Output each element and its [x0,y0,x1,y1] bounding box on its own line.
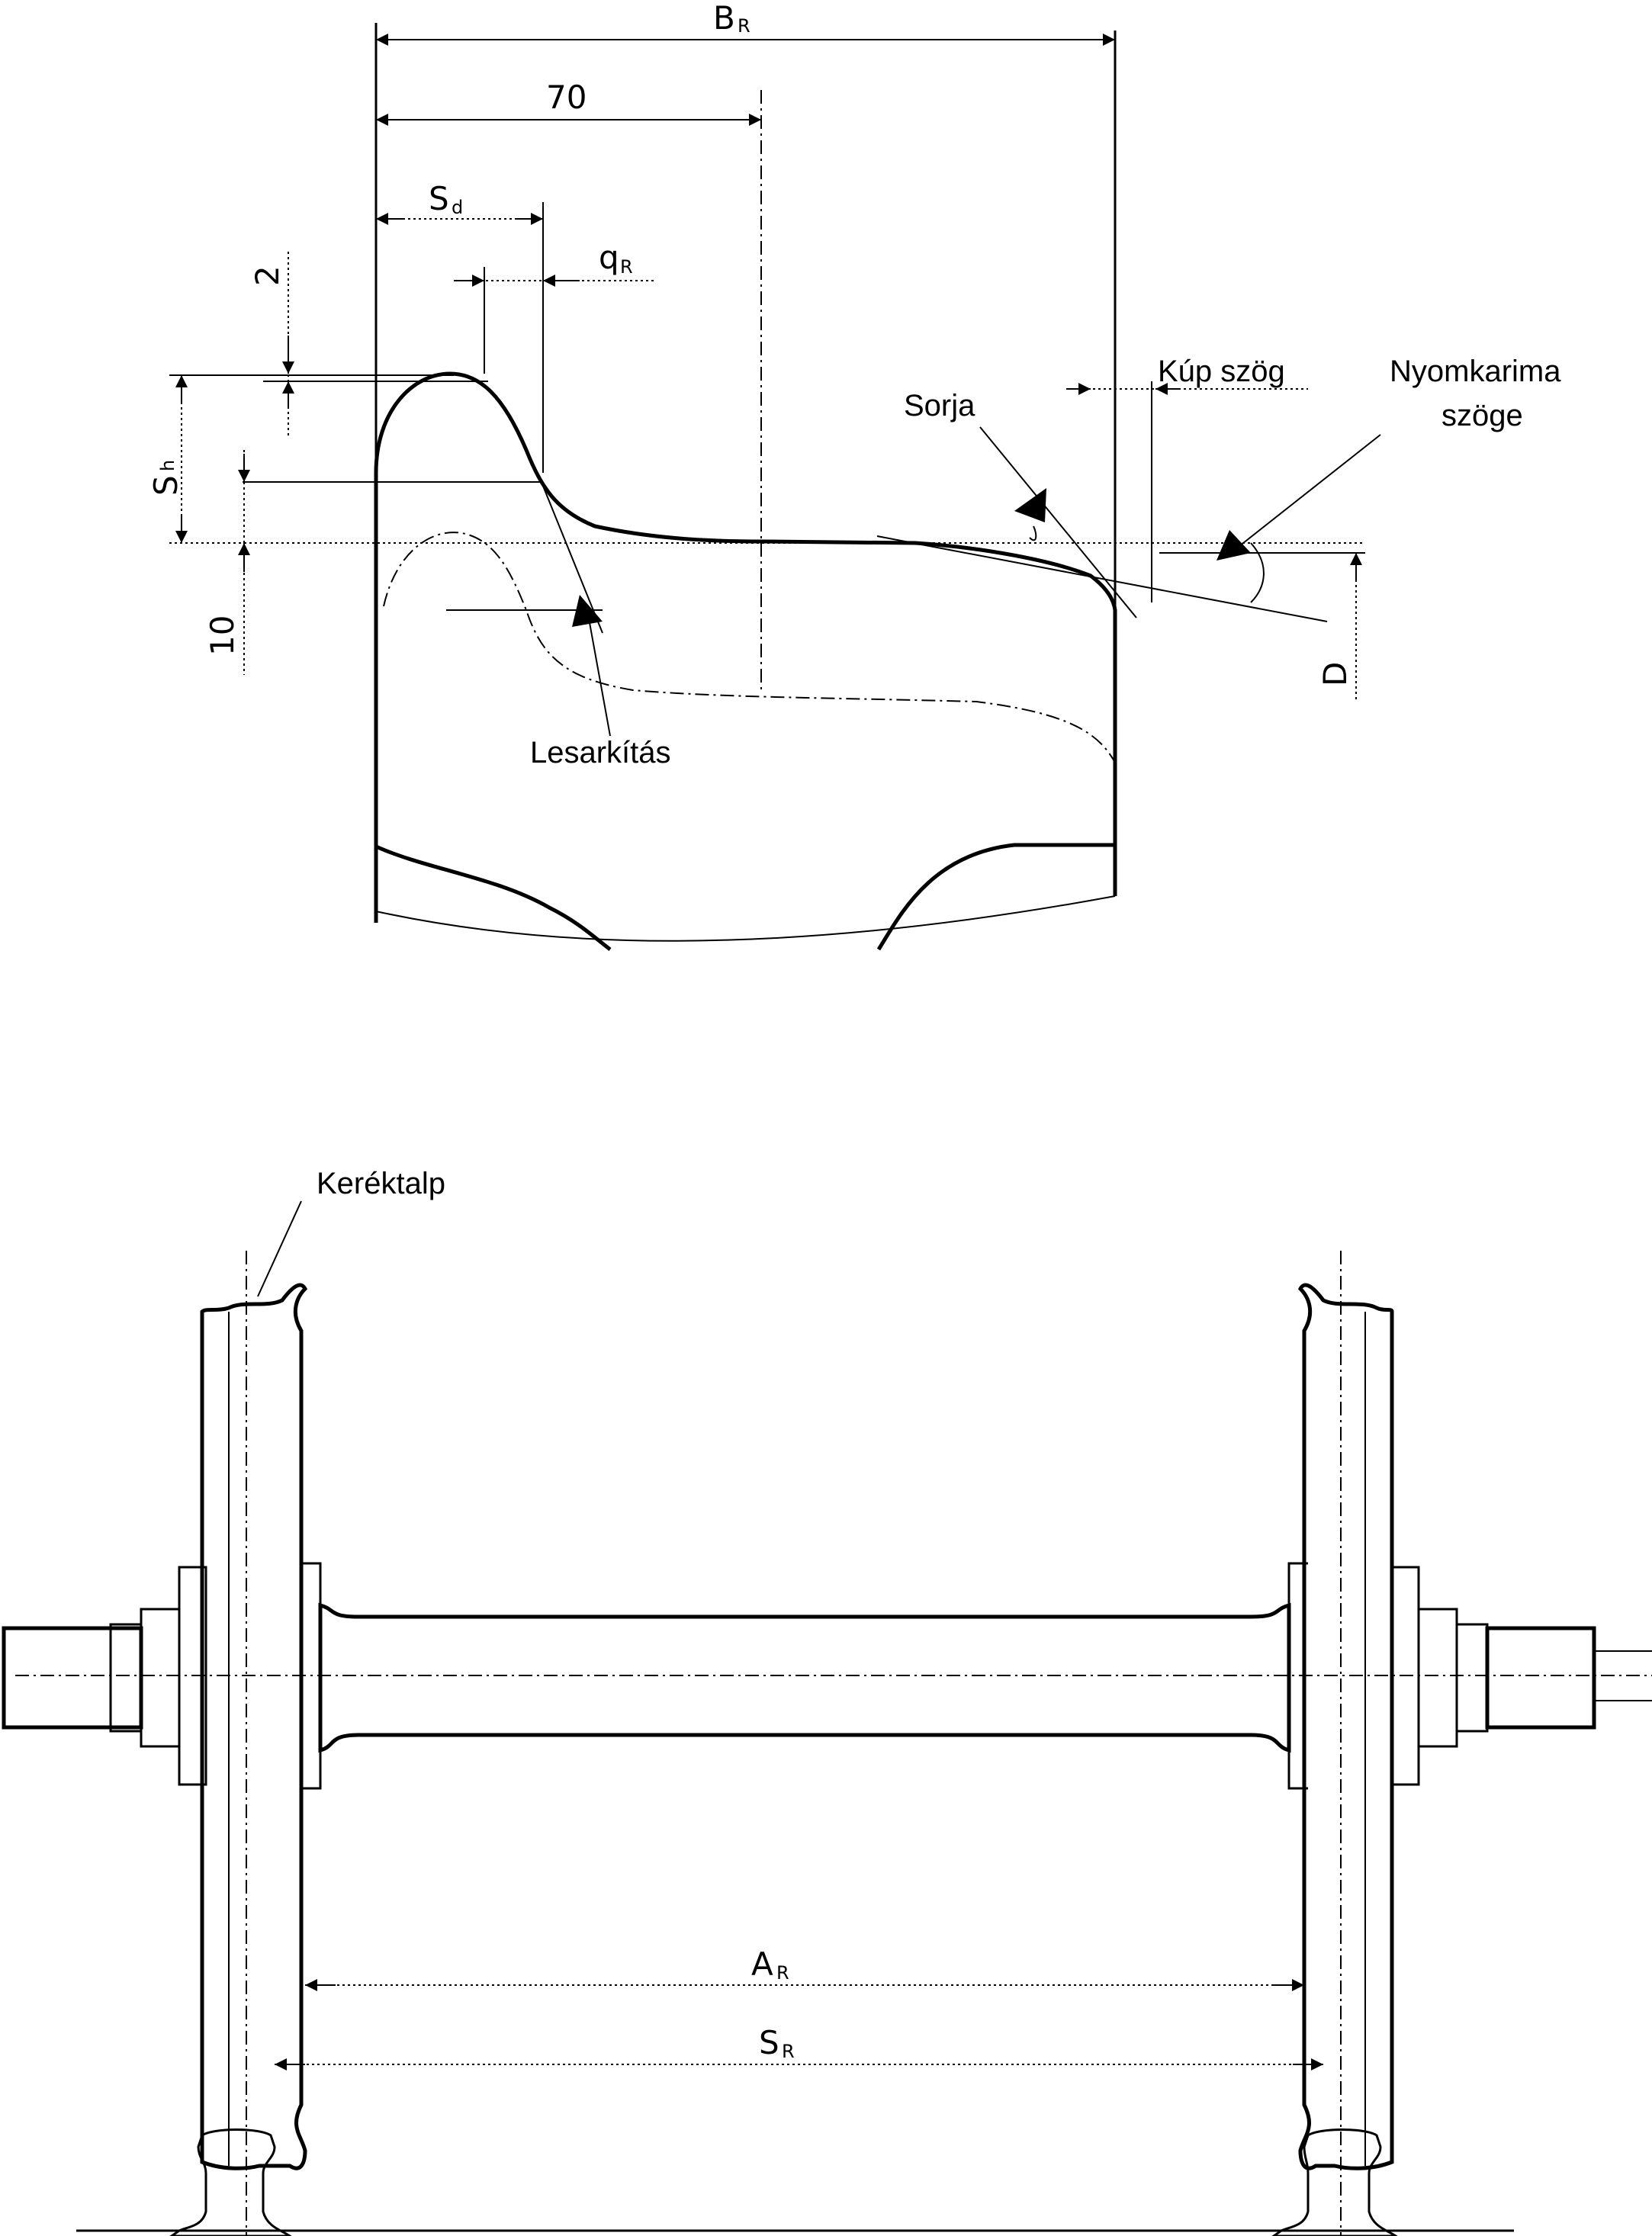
label-kerektalp: Keréktalp [317,1167,445,1200]
dim-ar-sub: R [776,1962,789,1984]
dim-70-label: 70 [546,79,587,116]
dim-d-label: D [1316,662,1354,686]
worn-profile [383,532,1116,763]
profile-rim-base [374,844,612,951]
lesarkitas-guide [537,472,603,634]
profile-rim-base-right [876,843,1115,951]
nyomkarima-leader [1235,434,1381,550]
sorja-leader [979,426,1137,618]
center-axle [318,1602,1291,1753]
label-nyomkarima-1: Nyomkarima [1390,355,1561,388]
dim-br-sub: R [738,15,750,37]
right-journal [1485,1626,1596,1730]
dim-sd-label: S [429,180,449,217]
cone-angle-arc [1250,542,1265,603]
profile-outline [374,371,1117,923]
left-journal-step [109,1623,143,1733]
right-journal-step [1455,1623,1489,1733]
label-sorja: Sorja [904,389,975,422]
left-rail [169,2128,292,2236]
dim-sd-sub: d [452,197,463,218]
lesarkitas-arrowhead [572,595,603,627]
dim-10-label: 10 [204,615,241,656]
label-nyomkarima-2: szöge [1441,399,1523,432]
sorja-arc [1029,525,1037,541]
dim-sh-label: S [147,475,185,496]
right-collar [1417,1608,1458,1748]
left-journal [2,1626,143,1730]
right-hub-inner [1287,1562,1308,1790]
wheelset-drawing: Keréktalp A R [2,1167,1652,2236]
dim-qr-sub: R [620,256,633,278]
profile-bottom-curve [375,895,1116,942]
right-wheel [1297,1283,1394,2170]
dim-ar-label: A [751,1945,773,1983]
dim-sr-sub: R [782,2041,795,2062]
right-rail [1271,2128,1398,2236]
left-collar [140,1608,181,1748]
nyomkarima-arrowhead [1217,530,1251,561]
dim-sh-sub: h [157,460,178,471]
dim-sr-label: S [759,2024,779,2061]
sorja-arrowhead [1014,488,1046,522]
lesarkitas-leader [587,609,611,737]
label-lesarkitas: Lesarkítás [530,736,671,769]
left-hub [178,1566,207,1786]
dim-2-label: 2 [249,265,286,286]
left-wheel [200,1283,308,2170]
cone-tangent [876,535,1328,622]
kerektalp-leader [257,1200,302,1297]
dim-qr-label: q [599,239,619,276]
dim-br-label: B [713,0,735,37]
label-kup-szog: Kúp szög [1158,355,1285,388]
wheel-profile: B R 70 S d q R 2 S h [147,0,1561,951]
